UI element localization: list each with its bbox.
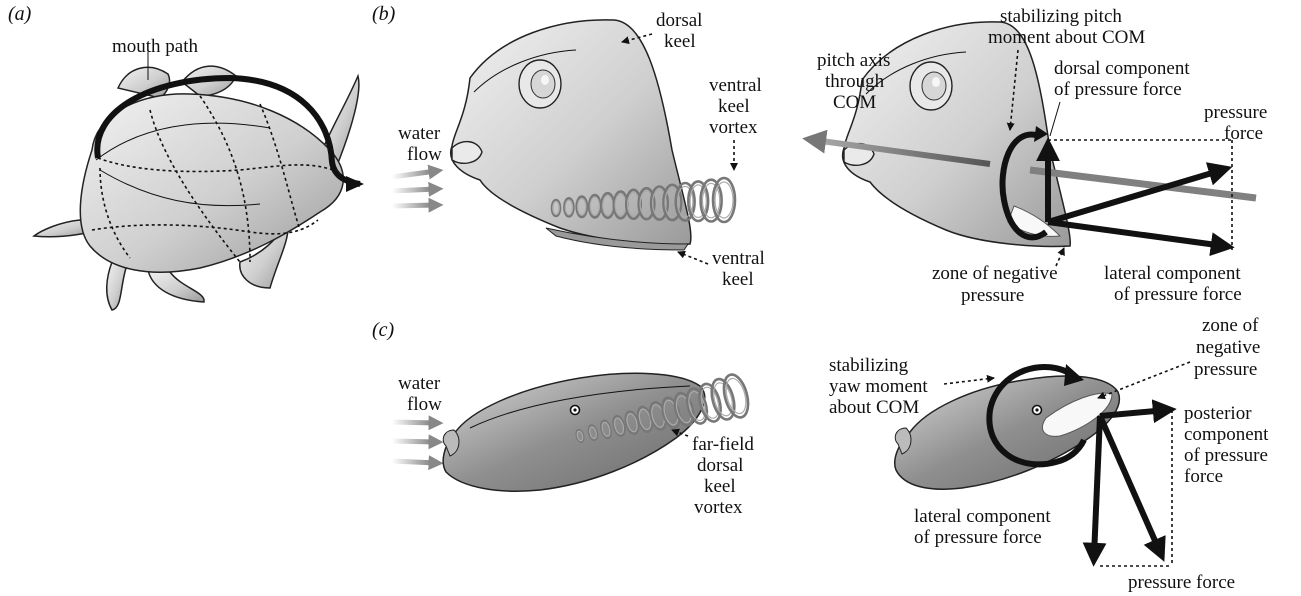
lateral-component-b-arrow bbox=[1048, 222, 1224, 246]
dorsal-component-label-1: dorsal component bbox=[1054, 58, 1190, 79]
posterior-label-4: force bbox=[1184, 466, 1223, 487]
vortex-ring bbox=[713, 178, 735, 222]
water-flow-b-arrow-2 bbox=[392, 189, 436, 191]
panel-a: (a) mouth path bbox=[8, 3, 364, 310]
stab-yaw-label-2: yaw moment bbox=[829, 376, 928, 397]
zone-b-label-2: pressure bbox=[961, 285, 1024, 306]
lateral-b-label-2: of pressure force bbox=[1114, 284, 1242, 305]
water-flow-c-label-1: water bbox=[398, 373, 441, 394]
farfield-label-2: dorsal bbox=[697, 455, 743, 476]
pitch-axis-label-2: through bbox=[825, 71, 885, 92]
fish-a-fin-bottom2 bbox=[148, 270, 204, 302]
water-flow-b-label-2: flow bbox=[407, 144, 442, 165]
stab-pitch-label-2: moment about COM bbox=[988, 27, 1145, 48]
lateral-b-label-1: lateral component bbox=[1104, 263, 1241, 284]
com-marker-c-right-dot bbox=[1035, 408, 1038, 411]
pitch-axis-label-3: COM bbox=[833, 92, 876, 113]
zone-b-leader bbox=[1056, 248, 1064, 266]
fish-b-left-head bbox=[451, 20, 691, 245]
mouth-path-label: mouth path bbox=[112, 36, 199, 57]
stab-yaw-leader bbox=[944, 378, 994, 384]
ventral-keel-vortex-label-2: keel bbox=[718, 96, 750, 117]
fish-c-left-body bbox=[443, 373, 705, 491]
ventral-keel-label-1: ventral bbox=[712, 248, 765, 269]
zone-b-label-1: zone of negative bbox=[932, 263, 1058, 284]
fish-b-right-glint bbox=[932, 77, 940, 87]
ventral-keel-label-2: keel bbox=[722, 269, 754, 290]
dorsal-keel-label-2: keel bbox=[664, 31, 696, 52]
panel-a-label: (a) bbox=[8, 3, 32, 25]
lateral-c-label-2: of pressure force bbox=[914, 527, 1042, 548]
posterior-label-1: posterior bbox=[1184, 403, 1252, 424]
water-flow-b-arrow-1 bbox=[392, 171, 436, 177]
fish-a-fin-bottom bbox=[107, 262, 126, 310]
pressure-force-b-label-1: pressure bbox=[1204, 102, 1267, 123]
zone-c-label-2: negative bbox=[1196, 337, 1260, 358]
dorsal-component-leader bbox=[1050, 102, 1060, 136]
panel-c-label: (c) bbox=[372, 319, 395, 341]
lateral-component-c-arrow bbox=[1094, 416, 1100, 556]
water-flow-c-arrow-3 bbox=[392, 461, 436, 463]
stab-yaw-label-1: stabilizing bbox=[829, 355, 909, 376]
water-flow-c-label-2: flow bbox=[407, 394, 442, 415]
zone-c-label-3: pressure bbox=[1194, 359, 1257, 380]
ventral-keel-vortex-label-1: ventral bbox=[709, 75, 762, 96]
stab-pitch-label-1: stabilizing pitch bbox=[1000, 6, 1122, 27]
pressure-force-b-label-2: force bbox=[1224, 123, 1263, 144]
water-flow-c-arrow-1 bbox=[392, 422, 436, 423]
posterior-label-3: of pressure bbox=[1184, 445, 1268, 466]
posterior-label-2: component bbox=[1184, 424, 1269, 445]
farfield-label-3: keel bbox=[704, 476, 736, 497]
zone-c-label-1: zone of bbox=[1202, 315, 1259, 336]
lateral-c-label-1: lateral component bbox=[914, 506, 1051, 527]
pressure-force-c-label: pressure force bbox=[1128, 572, 1235, 593]
pitch-axis-label-1: pitch axis bbox=[817, 50, 890, 71]
ventral-keel-vortex-label-3: vortex bbox=[709, 117, 758, 138]
water-flow-c-arrow-2 bbox=[392, 441, 436, 442]
panel-b: (b) water flow dorsal keel ventral keel … bbox=[372, 3, 1267, 306]
fish-c-right-body bbox=[895, 376, 1120, 489]
mouth-path-arrowhead bbox=[346, 176, 364, 192]
dorsal-component-label-2: of pressure force bbox=[1054, 79, 1182, 100]
water-flow-b-arrow-3 bbox=[392, 205, 436, 206]
fish-a-body bbox=[80, 94, 343, 272]
dorsal-keel-label-1: dorsal bbox=[656, 10, 702, 31]
ventral-keel-leader bbox=[678, 252, 708, 264]
panel-b-label: (b) bbox=[372, 3, 396, 25]
pressure-force-c-arrow bbox=[1100, 416, 1160, 552]
stab-yaw-label-3: about COM bbox=[829, 397, 919, 418]
panel-c: (c) water flow far-field dorsal keel vor… bbox=[372, 315, 1269, 593]
fish-b-left-glint bbox=[541, 75, 549, 85]
com-marker-c-left-dot bbox=[573, 408, 576, 411]
water-flow-b-label-1: water bbox=[398, 123, 441, 144]
farfield-label-4: vortex bbox=[694, 497, 743, 518]
farfield-label-1: far-field bbox=[692, 434, 754, 455]
vortex-ring bbox=[715, 182, 733, 218]
